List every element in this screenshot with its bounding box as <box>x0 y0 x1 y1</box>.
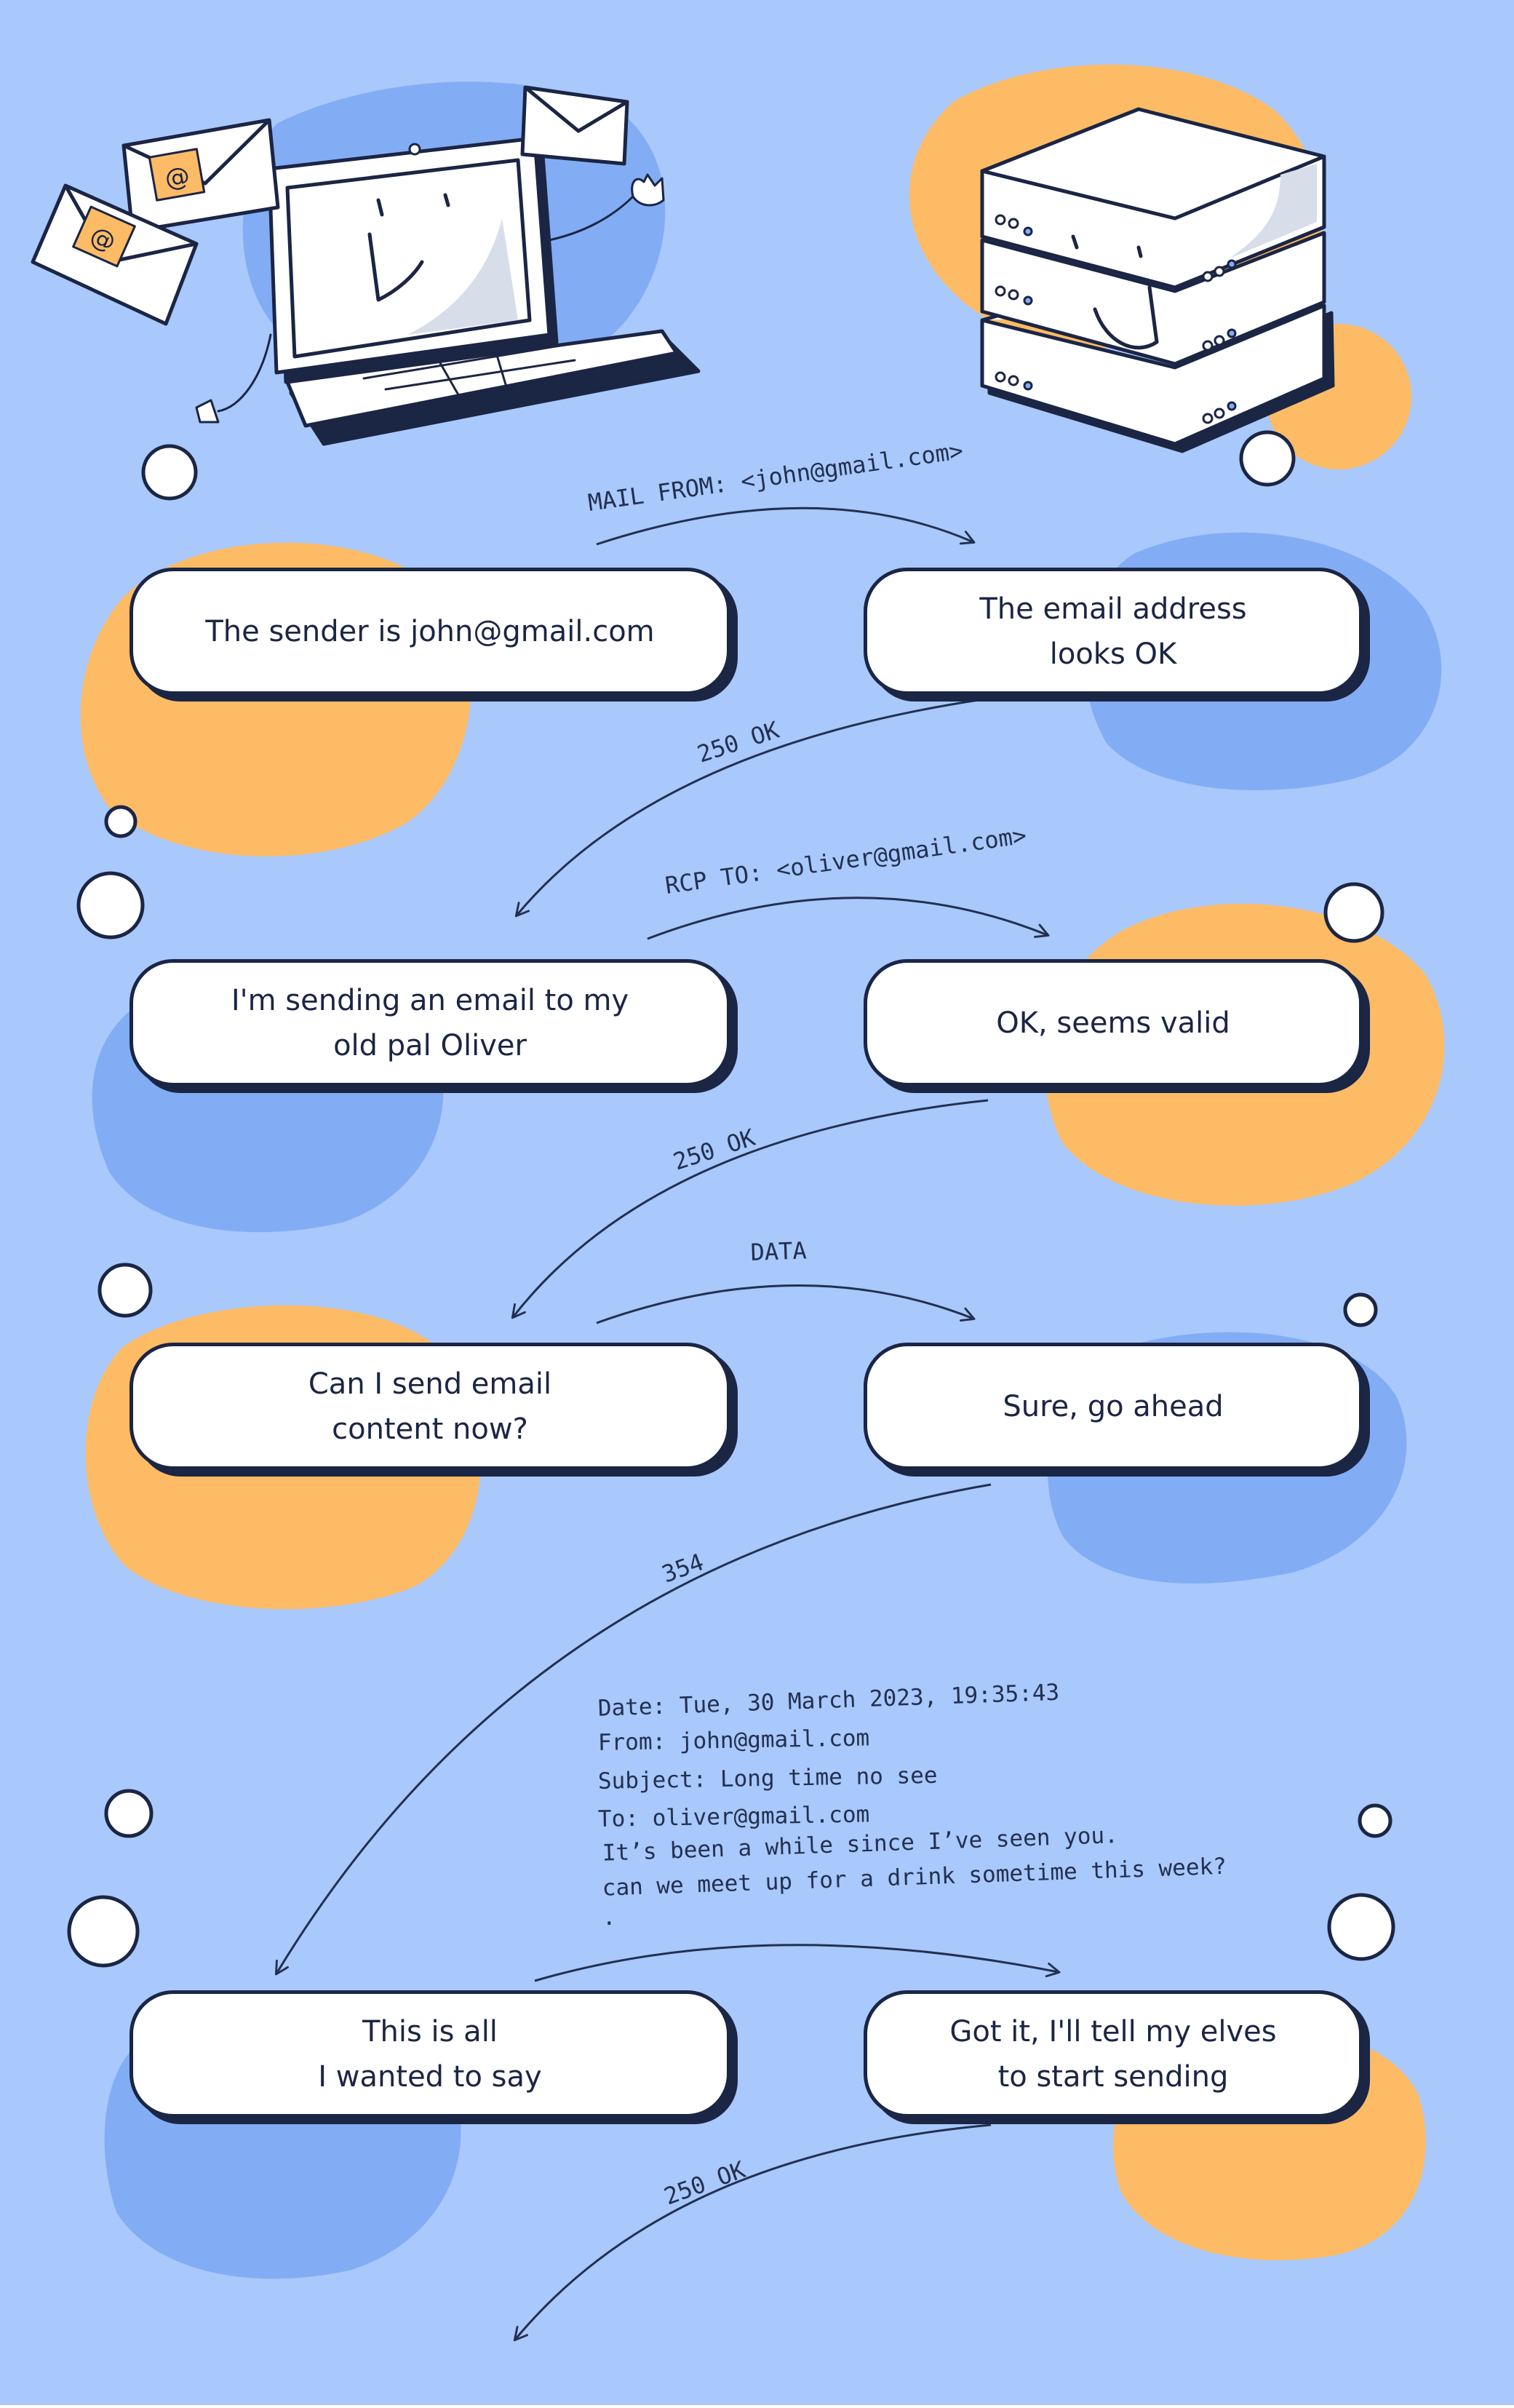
server-bubble: Sure, go ahead <box>864 1343 1363 1470</box>
server-bubble: Got it, I'll tell my elves to start send… <box>864 1990 1363 2118</box>
client-bubble: Can I send email content now? <box>130 1343 730 1470</box>
client-bubble: This is all I wanted to say <box>130 1990 730 2118</box>
envelope-icon: @ <box>31 183 199 326</box>
svg-text:@: @ <box>162 161 191 194</box>
command-arrow <box>647 897 1050 940</box>
envelope-icon: @ <box>121 118 280 234</box>
client-bubble: I'm sending an email to my old pal Olive… <box>130 959 730 1086</box>
email-line: . <box>602 1904 616 1931</box>
email-line: To: oliver@gmail.com <box>598 1801 870 1832</box>
svg-text:.: . <box>602 1904 616 1931</box>
reply-arrow <box>511 1099 989 1319</box>
command-arrow <box>596 506 976 546</box>
email-line: Subject: Long time no see <box>598 1763 938 1795</box>
svg-text:Subject: Long time no see: Subject: Long time no see <box>598 1763 938 1795</box>
client-bubble: The sender is john@gmail.com <box>130 568 730 695</box>
laptop-icon <box>195 136 701 446</box>
reply-arrow <box>514 699 979 918</box>
command-arrow <box>596 1284 976 1324</box>
command-arrow <box>534 1944 1061 1982</box>
command-label: DATA <box>750 1236 807 1266</box>
server-bubble: The email address looks OK <box>864 568 1363 695</box>
server-bubble: OK, seems valid <box>864 959 1363 1086</box>
svg-text:To: oliver@gmail.com: To: oliver@gmail.com <box>598 1801 870 1832</box>
server-icon <box>980 107 1335 453</box>
arrows-layer <box>275 506 1061 2342</box>
reply-arrow <box>275 1483 992 1976</box>
server-leds <box>995 214 1237 424</box>
reply-arrow <box>513 2123 992 2342</box>
svg-text:From: john@gmail.com: From: john@gmail.com <box>598 1725 870 1756</box>
email-line: From: john@gmail.com <box>598 1725 870 1756</box>
envelope-icon <box>520 85 629 166</box>
envelope-icons: @ @ <box>31 85 629 326</box>
decorative-dots <box>67 430 1395 1968</box>
